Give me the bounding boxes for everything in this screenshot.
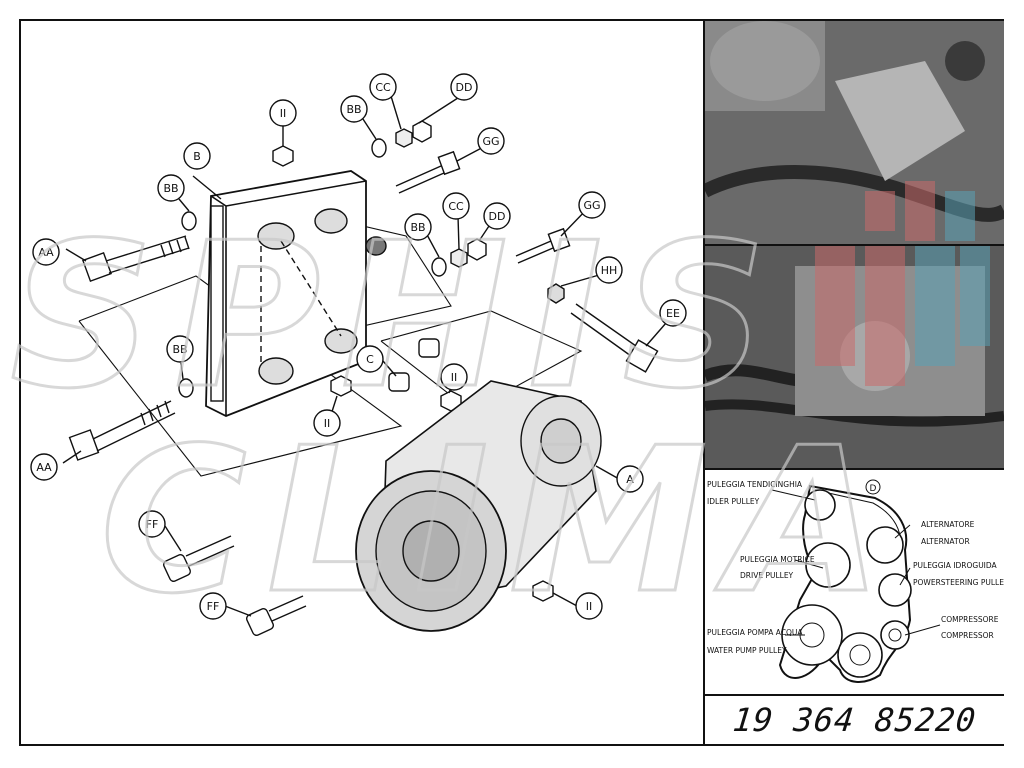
callout-dd-top: DD [450, 73, 478, 101]
callout-dd-mid: DD [483, 202, 511, 230]
powersteering-pulley [878, 573, 912, 607]
washer-bb-4 [431, 257, 447, 277]
callout-ff-upper: FF [138, 510, 166, 538]
svg-text:II: II [586, 600, 593, 613]
svg-text:A: A [626, 473, 634, 486]
svg-text:GG: GG [482, 135, 499, 148]
belt-routing-diagram: D PULEGGIA TENDICINGHIA IDLER PULLEY ALT… [705, 470, 1009, 696]
svg-text:HH: HH [601, 264, 618, 277]
bolt-ff-lower [245, 595, 307, 637]
bolt-gg-lower [515, 227, 571, 264]
svg-text:DD: DD [489, 210, 506, 223]
alternator-pulley [866, 526, 904, 564]
spacer-c-1 [418, 338, 440, 358]
washer-bb-3 [371, 138, 387, 158]
callout-aa-upper: AA [32, 238, 60, 266]
svg-text:II: II [280, 107, 287, 120]
callout-aa-lower: AA [30, 453, 58, 481]
svg-text:CC: CC [448, 200, 464, 213]
callout-cc-mid: CC [442, 192, 470, 220]
label-water-en: WATER PUMP PULLEY [707, 646, 787, 655]
engine-photo-top [705, 21, 1004, 246]
bolt-gg-upper [395, 150, 461, 194]
bolt-ee [570, 303, 659, 373]
washer-hh [547, 283, 565, 304]
callout-bb-mid: BB [404, 213, 432, 241]
callout-ii-bottom: II [575, 592, 603, 620]
bolt-aa-lower [68, 400, 176, 461]
label-drive-it: PULEGGIA MOTRICE [740, 555, 815, 564]
idler-pulley [804, 489, 836, 521]
svg-text:DD: DD [456, 81, 473, 94]
label-drive-en: DRIVE PULLEY [740, 571, 794, 580]
bracket-b [205, 170, 387, 417]
callout-b: B [183, 142, 211, 170]
svg-text:BB: BB [172, 343, 187, 356]
label-compressor-it: COMPRESSORE [941, 615, 999, 624]
svg-text:BB: BB [163, 182, 178, 195]
spacer-c-2 [388, 372, 410, 392]
label-alternator-it: ALTERNATORE [921, 520, 975, 529]
callout-ee: EE [659, 299, 687, 327]
nut-cc-2 [450, 248, 468, 268]
engine-photo-middle [705, 246, 1004, 470]
svg-text:GG: GG [583, 199, 600, 212]
callout-a: A [616, 465, 644, 493]
belt-marker-circle [865, 479, 881, 495]
bolt-aa-upper [82, 235, 190, 282]
washer-bb-2 [178, 378, 194, 398]
callout-hh: HH [595, 256, 623, 284]
svg-text:EE: EE [666, 307, 680, 320]
panel-divider [703, 19, 705, 746]
svg-text:II: II [451, 371, 458, 384]
svg-text:BB: BB [410, 221, 425, 234]
callout-ii-right: II [440, 363, 468, 391]
svg-text:CC: CC [375, 81, 391, 94]
callout-ii-mid: II [313, 409, 341, 437]
label-water-it: PULEGGIA POMPA ACQUA [707, 628, 803, 637]
part-code: 19 364 85220 [730, 701, 979, 739]
assembly-outline-left [78, 275, 403, 477]
callout-c: C [356, 345, 384, 373]
svg-text:AA: AA [38, 246, 54, 259]
svg-text:BB: BB [346, 103, 361, 116]
callout-gg-top: GG [477, 127, 505, 155]
svg-text:FF: FF [207, 600, 220, 613]
nut-ii-bottom [532, 580, 554, 602]
washer-bb-1 [181, 211, 197, 231]
part-code-panel: 19 364 85220 [705, 696, 1004, 744]
assembly-outline-right [380, 310, 583, 412]
svg-text:C: C [366, 353, 374, 366]
callout-bb-top: BB [340, 95, 368, 123]
exploded-view-diagram: II BB CC DD GG B BB AA CC BB DD GG HH EE… [21, 21, 703, 744]
svg-text:FF: FF [146, 518, 159, 531]
svg-text:II: II [324, 417, 331, 430]
label-power-en: POWERSTEERING PULLEY [913, 578, 1004, 587]
svg-text:B: B [193, 150, 201, 163]
callout-ff-lower: FF [199, 592, 227, 620]
drive-pulley [805, 542, 851, 588]
label-idler-en: IDLER PULLEY [707, 497, 760, 506]
bolt-ff-upper [162, 535, 235, 583]
callout-bb-left: BB [157, 174, 185, 202]
nut-dd-1 [412, 120, 432, 143]
svg-text:AA: AA [36, 461, 52, 474]
nut-ii-mid [330, 375, 352, 397]
nut-cc-1 [395, 128, 413, 148]
compressor-a [355, 380, 602, 632]
label-compressor-en: COMPRESSOR [941, 631, 994, 640]
label-idler-it: PULEGGIA TENDICINGHIA [707, 480, 803, 489]
callout-bb-lower: BB [166, 335, 194, 363]
nut-ii-top [272, 145, 294, 167]
callout-ii-top: II [269, 99, 297, 127]
nut-dd-2 [467, 238, 487, 261]
belt-marker-label: D [870, 484, 877, 494]
label-alternator-en: ALTERNATOR [921, 537, 970, 546]
callout-cc-top: CC [369, 73, 397, 101]
label-power-it: PULEGGIA IDROGUIDA [913, 561, 998, 570]
callout-gg-mid: GG [578, 191, 606, 219]
